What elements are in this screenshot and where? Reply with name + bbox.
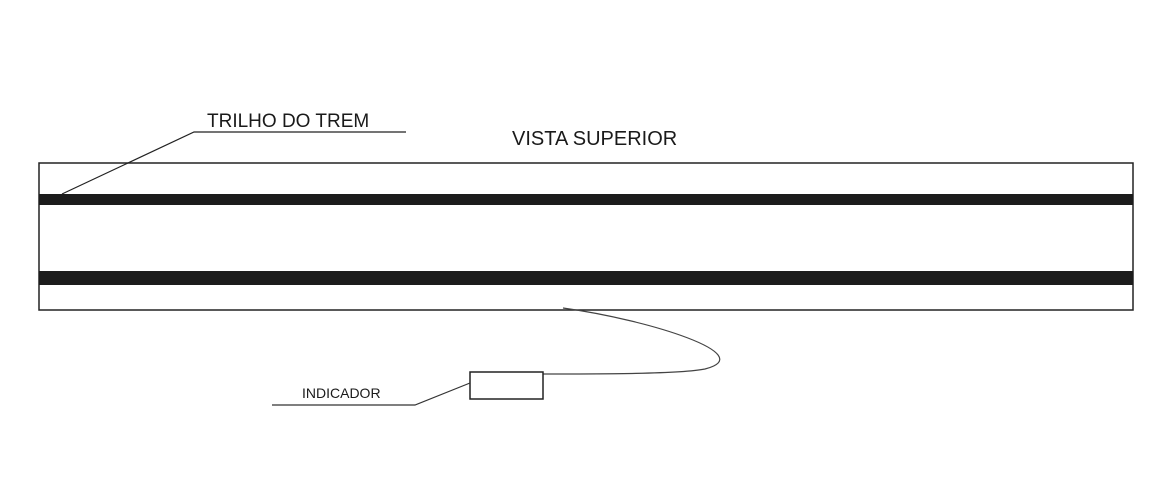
indicator-cable <box>542 307 721 375</box>
rail-top <box>39 194 1133 205</box>
rail-label: TRILHO DO TREM <box>207 111 369 132</box>
indicator-box <box>469 371 544 400</box>
indicator-label: INDICADOR <box>302 385 381 401</box>
rail-leader-line <box>61 131 406 195</box>
track-outline <box>38 162 1134 311</box>
indicator-leader-line <box>272 382 471 406</box>
view-title: VISTA SUPERIOR <box>512 128 677 150</box>
rail-bottom <box>39 271 1133 285</box>
